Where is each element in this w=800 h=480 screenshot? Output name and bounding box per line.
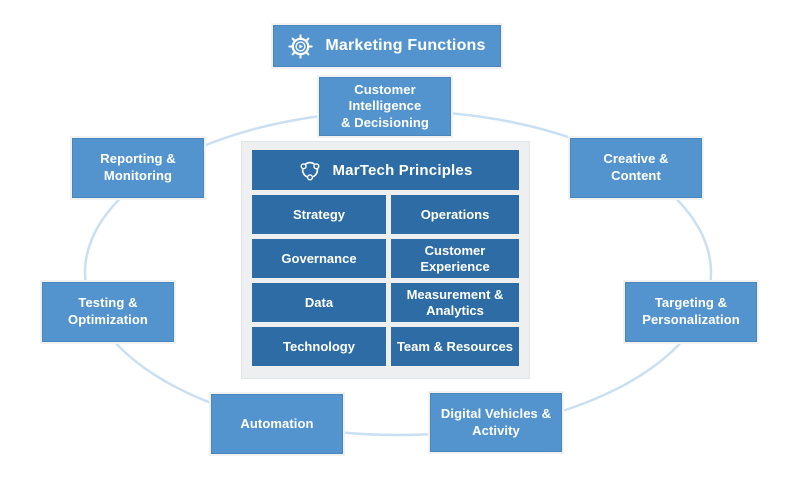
principle-cell-team-resources: Team & Resources bbox=[391, 327, 519, 366]
martech-principles-header: MarTech Principles bbox=[252, 150, 519, 190]
martech-principles-title: MarTech Principles bbox=[332, 161, 473, 179]
function-box-targeting-personalization: Targeting & Personalization bbox=[625, 282, 757, 342]
function-box-reporting-monitoring: Reporting & Monitoring bbox=[72, 138, 204, 198]
marketing-functions-header: Marketing Functions bbox=[273, 25, 501, 67]
marketing-functions-title: Marketing Functions bbox=[325, 37, 486, 54]
principle-cell-strategy: Strategy bbox=[252, 195, 386, 234]
function-box-creative-content: Creative & Content bbox=[570, 138, 702, 198]
principle-cell-data: Data bbox=[252, 283, 386, 322]
function-box-digital-vehicles-activity: Digital Vehicles & Activity bbox=[430, 393, 562, 452]
principle-cell-customer-experience: Customer Experience bbox=[391, 239, 519, 278]
principle-cell-technology: Technology bbox=[252, 327, 386, 366]
cycle-icon bbox=[298, 158, 322, 182]
function-label: Creative & Content bbox=[603, 151, 669, 183]
function-label: Digital Vehicles & Activity bbox=[440, 405, 552, 438]
function-label: Customer Intelligence & Decisioning bbox=[341, 81, 429, 130]
function-box-automation: Automation bbox=[211, 394, 343, 454]
principle-cell-governance: Governance bbox=[252, 239, 386, 278]
function-label: Automation bbox=[240, 415, 314, 431]
principle-cell-operations: Operations bbox=[391, 195, 519, 234]
martech-principles-panel: MarTech Principles Strategy Operations G… bbox=[242, 142, 529, 378]
function-label: Testing & Optimization bbox=[68, 295, 148, 327]
gear-play-icon bbox=[288, 33, 314, 59]
function-box-customer-intelligence-decisioning: Customer Intelligence & Decisioning bbox=[319, 77, 451, 136]
principle-cell-measurement-analytics: Measurement & Analytics bbox=[391, 283, 519, 322]
function-box-testing-optimization: Testing & Optimization bbox=[42, 282, 174, 342]
function-label: Targeting & Personalization bbox=[642, 295, 740, 327]
function-label: Reporting & Monitoring bbox=[100, 151, 176, 183]
principles-grid: Strategy Operations Governance Customer … bbox=[252, 195, 519, 366]
